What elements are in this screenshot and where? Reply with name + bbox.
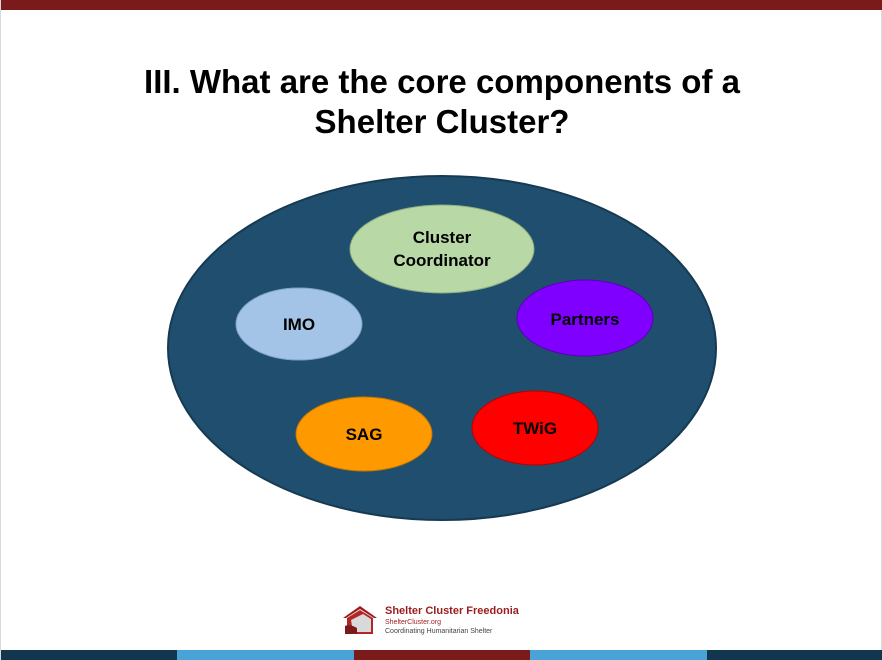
sag-label: SAG xyxy=(346,425,383,444)
bottom-bar-segment-3 xyxy=(353,650,531,660)
logo-url: ShelterCluster.org xyxy=(385,619,442,626)
sag-shape xyxy=(295,396,433,472)
partners-shape xyxy=(516,279,654,357)
cluster-coordinator-shape xyxy=(349,204,535,294)
bottom-bar-segment-2 xyxy=(177,650,354,660)
imo-shape xyxy=(235,287,363,361)
imo-label: IMO xyxy=(283,315,315,334)
node-partners: Partners xyxy=(516,279,654,357)
twig-label: TWiG xyxy=(513,419,557,438)
logo-tagline: Coordinating Humanitarian Shelter xyxy=(385,628,493,635)
twig-shape xyxy=(471,390,599,466)
bottom-accent-bar xyxy=(1,650,882,660)
node-sag: SAG xyxy=(295,396,433,472)
bottom-bar-segment-1 xyxy=(1,650,178,660)
title-line-2: Shelter Cluster? xyxy=(314,103,570,140)
bottom-bar-segment-4 xyxy=(530,650,707,660)
top-accent-bar xyxy=(1,0,882,10)
shelter-cluster-logo: Shelter Cluster Freedonia ShelterCluster… xyxy=(341,602,541,638)
title-line-1: III. What are the core components of a xyxy=(144,63,740,100)
node-imo: IMO xyxy=(235,287,363,361)
house-hands-logo-icon xyxy=(343,606,377,634)
cluster-coordinator-label-line-2: Coordinator xyxy=(393,251,491,270)
node-cluster-coordinator: Cluster Coordinator xyxy=(349,204,535,294)
bottom-bar-segment-5 xyxy=(706,650,882,660)
node-twig: TWiG xyxy=(471,390,599,466)
logo-name: Shelter Cluster Freedonia xyxy=(385,605,519,617)
partners-label: Partners xyxy=(551,310,620,329)
slide-title: III. What are the core components of a S… xyxy=(1,62,882,142)
cluster-coordinator-label-line-1: Cluster xyxy=(413,228,472,247)
